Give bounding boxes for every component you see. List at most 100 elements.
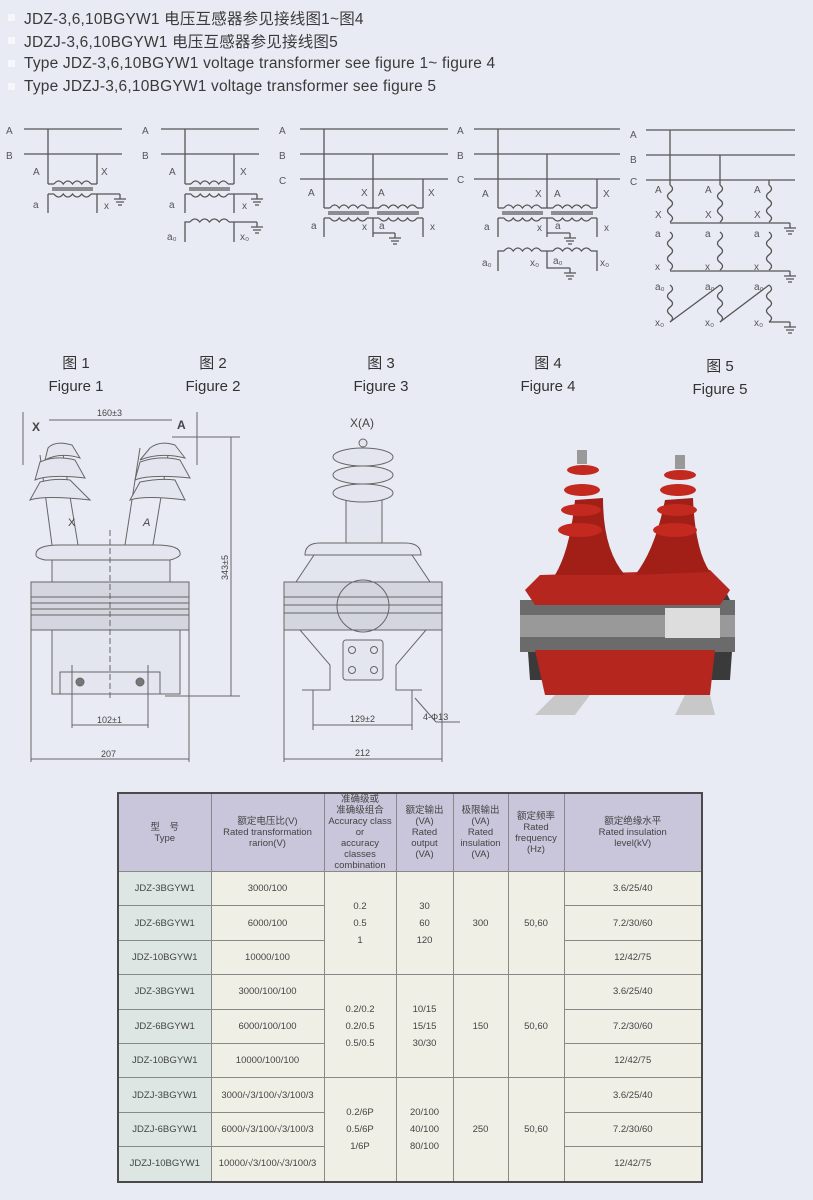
terminal-label: a₀ [754, 282, 764, 293]
wire [784, 322, 796, 334]
table-cell: JDZ-3BGYW1 [117, 870, 212, 907]
wire [300, 128, 448, 237]
dim-side-mount: 129±2 [350, 714, 375, 724]
terminal-label: x₀ [655, 318, 664, 329]
side-view: X(A) 129±2 212 4-Φ13 [283, 416, 460, 762]
table-cell: 300 [452, 870, 509, 976]
wire [377, 211, 419, 215]
wire [190, 192, 229, 198]
table-cell: 150 [452, 974, 509, 1079]
svg-text:a₀: a₀ [482, 258, 492, 269]
table-cell: 7.2/30/60 [563, 1008, 703, 1044]
svg-text:x: x [537, 223, 542, 234]
wire [329, 216, 368, 222]
terminal-label: a [754, 229, 760, 240]
table-cell: 3000/100 [210, 870, 325, 907]
wire [765, 231, 773, 271]
wire [564, 268, 576, 280]
table-cell: 7.2/30/60 [563, 905, 703, 941]
wire [716, 284, 724, 323]
bullet-icon [8, 83, 15, 90]
wire [646, 129, 795, 185]
table-cell: 12/42/75 [563, 939, 703, 976]
wire [666, 284, 674, 323]
svg-text:C: C [457, 175, 464, 186]
table-cell: 10000/√3/100/√3/100/3 [210, 1146, 325, 1183]
svg-text:a: a [311, 221, 317, 232]
table-cell: JDZ-10BGYW1 [117, 939, 212, 976]
table-cell: 12/42/75 [563, 1042, 703, 1079]
note-item: Type JDZ-3,6,10BGYW1 voltage transformer… [8, 52, 495, 75]
svg-text:X: X [68, 517, 76, 529]
terminal-label: a₀ [655, 282, 665, 293]
note-item: JDZJ-3,6,10BGYW1 电压互感器参见接线图5 [8, 29, 495, 52]
wire [503, 247, 542, 253]
note-text: JDZ-3,6,10BGYW1 电压互感器参见接线图1~图4 [24, 10, 364, 28]
terminal-label: A [754, 185, 761, 196]
terminal-label: X [754, 210, 761, 221]
svg-text:x: x [242, 201, 247, 212]
svg-text:C: C [279, 176, 286, 187]
svg-text:x: x [104, 201, 109, 212]
front-view: X A 160±3 X A 343±5 102±1 207 [22, 408, 240, 762]
wire [497, 250, 598, 271]
wiring-diagrams: A B A X a x A B A X a x a₀ x₀ A B C A X … [6, 126, 796, 334]
wire [53, 180, 92, 186]
wire [784, 223, 796, 235]
wire [184, 221, 257, 242]
table-cell: 3.6/25/40 [563, 1077, 703, 1113]
table-cell: 6000/100/100 [210, 1008, 325, 1044]
svg-text:A: A [33, 167, 40, 178]
svg-text:A: A [279, 126, 286, 137]
svg-text:X: X [240, 167, 247, 178]
svg-text:A: A [457, 126, 464, 137]
terminal-label: a [705, 229, 711, 240]
table-cell: 3.6/25/40 [563, 974, 703, 1010]
wire [114, 194, 126, 206]
svg-text:A: A [142, 126, 149, 137]
svg-text:a: a [555, 221, 561, 232]
wire [564, 233, 576, 245]
terminal-label: X [705, 210, 712, 221]
table-cell: 6000/100 [210, 905, 325, 941]
wire [389, 233, 401, 245]
table-cell: 12/42/75 [563, 1146, 703, 1183]
table-cell: 50,60 [507, 974, 565, 1079]
wire [669, 222, 790, 323]
wire [765, 284, 773, 323]
wire [552, 247, 592, 253]
table-cell: 250 [452, 1077, 509, 1183]
bullet-icon [8, 37, 15, 44]
wire [52, 187, 93, 191]
label-B: B [6, 151, 13, 162]
note-text: Type JDZ-3,6,10BGYW1 voltage transformer… [24, 54, 496, 72]
table-cell: 6000/√3/100/√3/100/3 [210, 1111, 325, 1148]
bullet-icon [8, 14, 15, 21]
svg-text:x: x [362, 222, 367, 233]
side-terminal-label: X(A) [350, 416, 374, 430]
svg-text:A: A [554, 189, 561, 200]
table-cell: 7.2/30/60 [563, 1111, 703, 1148]
dim-side-width: 212 [355, 748, 370, 758]
svg-text:a: a [484, 222, 490, 233]
svg-text:x₀: x₀ [530, 258, 539, 269]
wire [189, 187, 230, 191]
